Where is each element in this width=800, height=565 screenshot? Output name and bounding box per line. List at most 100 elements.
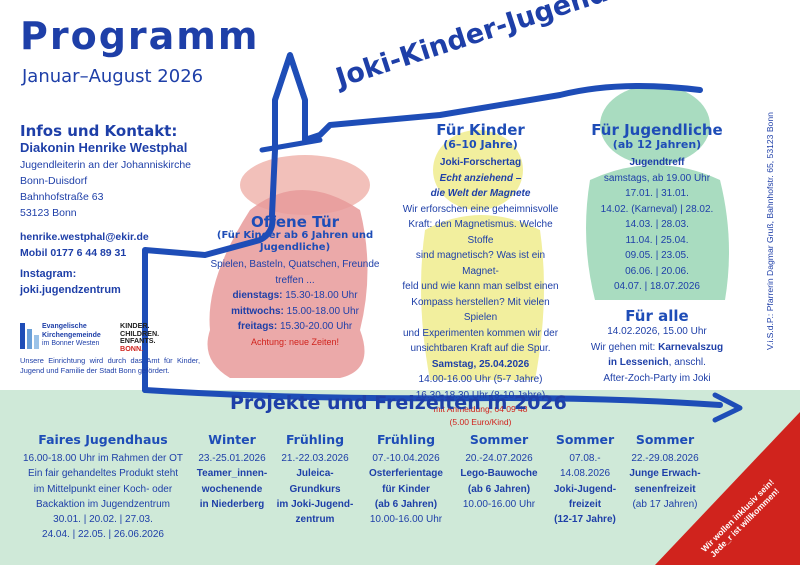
- offene-tuer-description: Spielen, Basteln, Quatschen, Freunde tre…: [210, 259, 380, 286]
- logo-text: KINDER.: [120, 321, 150, 330]
- contact-name: Diakonin Henrike Westphal: [20, 140, 188, 155]
- project-line: 23.-25.01.2026: [198, 453, 266, 465]
- offene-tuer-note: Achtung: neue Zeiten!: [250, 336, 340, 347]
- fuer-kinder-heading: Für Kinder: [436, 121, 525, 139]
- project-line: Teamer_innen-: [196, 468, 268, 480]
- instagram-section: Instagram: joki.jugendzentrum: [20, 266, 121, 298]
- fuer-jugendliche-section: Für Jugendliche (ab 12 Jahren) Jugendtre…: [582, 122, 732, 295]
- fuer-jugendliche-heading: Für Jugendliche: [591, 121, 723, 139]
- contact-email[interactable]: henrike.westphal@ekir.de: [20, 231, 149, 243]
- project-line: 07.-10.04.2026: [372, 453, 440, 465]
- project-line: Joki-Jugend-: [553, 483, 617, 495]
- project-line: 10.00-16.00 Uhr: [462, 498, 536, 510]
- date-line: 17.01. | 31.01.: [625, 188, 689, 199]
- imprint-vertical: V.i.S.d.P.: Pfarrerin Dagmar Gruß, Bahnh…: [765, 50, 783, 350]
- fuer-kinder-event: Joki-Forschertag: [439, 157, 522, 168]
- kinder-bonn-logo: KINDER. CHILDREN. ENFANTS. BONN.: [120, 321, 180, 352]
- project-line: senenfreizeit: [634, 483, 696, 495]
- fuer-kinder-tagline: Echt anziehend –: [439, 172, 522, 184]
- offene-tuer-heading: Offene Tür: [250, 213, 340, 231]
- fuer-alle-line: After-Zoch-Party im Joki: [603, 372, 711, 384]
- project-line: (ab 17 Jahren): [632, 498, 698, 510]
- fuer-alle-section: Für alle 14.02.2026, 15.00 Uhr Wir gehen…: [582, 308, 732, 386]
- contact-line: Jugendleiterin an der Johanniskirche: [20, 159, 192, 171]
- offene-tuer-section: Offene Tür (Für Kinder ab 6 Jahren und J…: [205, 214, 385, 350]
- instagram-handle[interactable]: joki.jugendzentrum: [20, 284, 121, 296]
- fuer-alle-heading: Für alle: [625, 307, 689, 325]
- desc-line: Kompass herstellen? Mit vielen Spielen: [411, 296, 550, 324]
- project-line: Lego-Bauwoche: [460, 468, 538, 480]
- project-line: (ab 6 Jahren): [374, 498, 438, 510]
- contact-line: 53123 Bonn: [20, 207, 77, 219]
- time-day: mittwochs:: [231, 305, 284, 317]
- logo-text: CHILDREN.: [120, 328, 160, 338]
- projects-heading: Projekte und Freizeiten in 2026: [230, 392, 567, 414]
- date-line: 09.05. | 23.05.: [625, 250, 689, 261]
- fuer-kinder-tagline: die Welt der Magnete: [430, 188, 531, 199]
- contact-mobile[interactable]: Mobil 0177 6 44 89 31: [20, 247, 127, 259]
- project-heading: Faires Jugendhaus: [38, 432, 168, 447]
- project-line: 07.08.-: [569, 453, 601, 465]
- project-line: Junge Erwach-: [629, 468, 701, 480]
- fuer-alle-line: , anschl.: [668, 357, 706, 368]
- fuer-kinder-price: (5.00 Euro/Kind): [449, 417, 512, 427]
- fuer-kinder-time: 14.00-16.00 Uhr (5-7 Jahre): [418, 374, 543, 385]
- project-line: 21.-22.03.2026: [281, 453, 349, 465]
- date-line: 14.02. (Karneval) | 28.02.: [600, 203, 714, 215]
- logo-text: Evangelische: [42, 323, 87, 330]
- time-value: 15.00-18.00 Uhr: [283, 305, 359, 317]
- fuer-kinder-subheading: (6–10 Jahre): [443, 138, 518, 151]
- time-day: freitags:: [237, 321, 278, 332]
- date-line: 14.03. | 28.03.: [625, 219, 689, 230]
- project-line: 30.01. | 20.02. | 27.03.: [53, 514, 153, 526]
- project-line: (ab 6 Jahren): [467, 483, 531, 495]
- project-line: freizeit: [568, 498, 602, 510]
- desc-line: feld und wie kann man selbst einen: [402, 281, 559, 292]
- project-heading: Frühling: [376, 432, 436, 447]
- time-day: dienstags:: [232, 290, 283, 301]
- project-line: zentrum: [295, 514, 335, 526]
- desc-line: Wir erforschen eine geheimnisvolle: [402, 203, 559, 215]
- page-subtitle: Januar–August 2026: [22, 66, 204, 87]
- church-logo-icon: [20, 323, 39, 349]
- fuer-kinder-time: 16.30-18.30 Uhr (8-10 Jahre): [415, 389, 546, 401]
- project-line: 20.-24.07.2026: [465, 453, 533, 465]
- fuer-jugendliche-time: samstags, ab 19.00 Uhr: [603, 172, 711, 184]
- logo-text: im Bonner Westen: [42, 340, 100, 347]
- project-line: Grundkurs: [289, 483, 341, 495]
- project-line: im Joki-Jugend-: [276, 498, 354, 510]
- project-line: 16.00-18.00 Uhr im Rahmen der OT: [22, 453, 184, 465]
- project-line: in Niederberg: [199, 498, 265, 510]
- project-line: Osterferientage: [369, 468, 443, 480]
- contact-line: Bonn-Duisdorf: [20, 175, 88, 187]
- project-heading: Sommer: [635, 432, 695, 447]
- fuer-kinder-date: Samstag, 25.04.2026: [431, 358, 530, 370]
- project-line: 10.00-16.00 Uhr: [369, 514, 443, 526]
- project-heading: Frühling: [285, 432, 345, 447]
- date-line: 04.07. | 18.07.2026: [613, 281, 700, 292]
- date-line: 06.06. | 20.06.: [625, 265, 689, 277]
- desc-line: unsichtbaren Kraft auf die Spur.: [410, 343, 551, 354]
- fuer-alle-line: in Lessenich: [608, 357, 669, 368]
- project-line: 22.-29.08.2026: [631, 453, 699, 465]
- project-column: Faires Jugendhaus 16.00-18.00 Uhr im Rahm…: [14, 432, 192, 542]
- date-line: 11.04. | 25.04.: [625, 234, 689, 246]
- project-line: Backaktion im Jugendzentrum: [36, 498, 170, 510]
- project-line: wochenende: [201, 483, 263, 495]
- desc-line: Kraft: den Magnetismus. Welche Stoffe: [408, 219, 553, 246]
- funding-notice: Unsere Einrichtung wird durch das Amt fü…: [20, 356, 200, 375]
- logo-text: ENFANTS.: [120, 336, 156, 346]
- time-value: 15.30-20.00 Uhr: [277, 321, 353, 332]
- fuer-jugendliche-event: Jugendtreff: [629, 157, 685, 168]
- contact-line: Bahnhofstraße 63: [20, 191, 104, 203]
- project-heading: Sommer: [555, 432, 615, 447]
- project-heading: Winter: [208, 432, 256, 447]
- fuer-alle-line: Wir gehen mit:: [590, 341, 659, 353]
- imprint-text: V.i.S.d.P.: Pfarrerin Dagmar Gruß, Bahnh…: [765, 112, 775, 350]
- fuer-kinder-section: Für Kinder (6–10 Jahre) Joki-Forschertag…: [398, 122, 563, 429]
